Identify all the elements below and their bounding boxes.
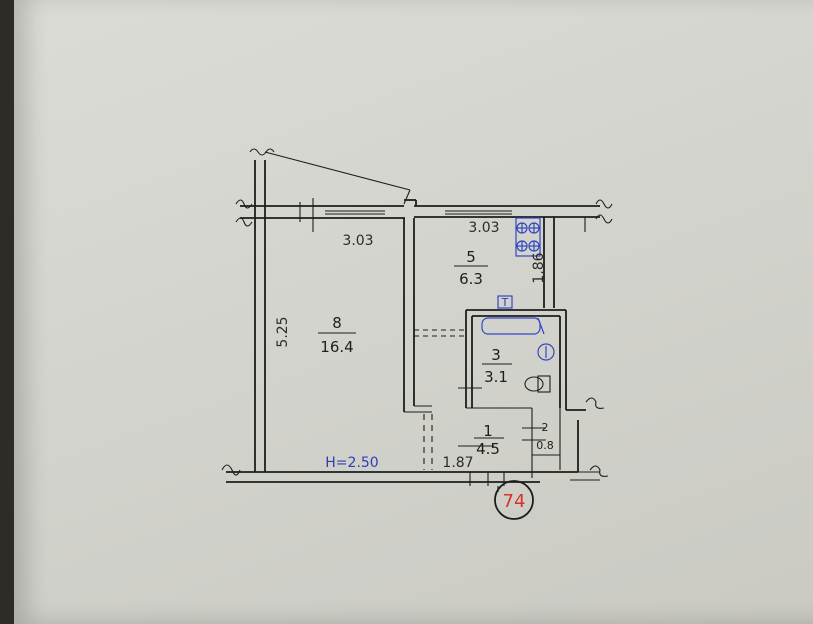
room-2-area: 0.8	[536, 439, 554, 452]
sink-symbol	[537, 343, 555, 361]
room8-length-dimension: 5.25	[275, 316, 291, 347]
room8-width-dimension: 3.03	[342, 233, 373, 249]
bathtub-symbol	[481, 317, 545, 335]
apartment-number-badge: 74	[494, 480, 534, 520]
ceiling-height-label: H=2.50	[325, 455, 378, 471]
room-8-area: 16.4	[320, 338, 353, 356]
room-3-area: 3.1	[484, 368, 508, 386]
toilet-symbol	[524, 375, 551, 393]
room-5-label: 5 6.3	[454, 248, 488, 288]
room-8-number: 8	[332, 314, 342, 332]
room-1-number: 1	[483, 422, 493, 440]
room-2-number: 2	[542, 421, 549, 434]
kitchen-walls	[404, 199, 613, 308]
room-8-walls	[235, 148, 466, 472]
floor-plan-drawing: T 8 16.4 5 6.3 3 3.1 1 4.5 2 0.8 3.03 3.…	[221, 148, 613, 520]
room-1-area: 4.5	[476, 440, 500, 458]
kitchen-width-dimension: 3.03	[468, 220, 499, 236]
room-5-number: 5	[466, 248, 476, 266]
tap-symbol: T	[497, 295, 513, 309]
bathroom-walls	[458, 309, 609, 481]
room-1-label: 1 4.5	[474, 422, 504, 458]
svg-text:T: T	[501, 296, 509, 309]
room-5-area: 6.3	[459, 270, 483, 288]
stove-symbol	[515, 217, 541, 257]
room-2-label: 2 0.8	[536, 421, 554, 452]
bottom-wall	[221, 464, 578, 492]
apartment-number: 74	[503, 491, 526, 512]
kitchen-depth-dimension: 1.86	[531, 252, 547, 283]
room-3-number: 3	[491, 346, 501, 364]
hall-length-dimension: 1.87	[442, 455, 473, 471]
room-8-label: 8 16.4	[318, 314, 356, 356]
room-3-label: 3 3.1	[482, 346, 512, 386]
